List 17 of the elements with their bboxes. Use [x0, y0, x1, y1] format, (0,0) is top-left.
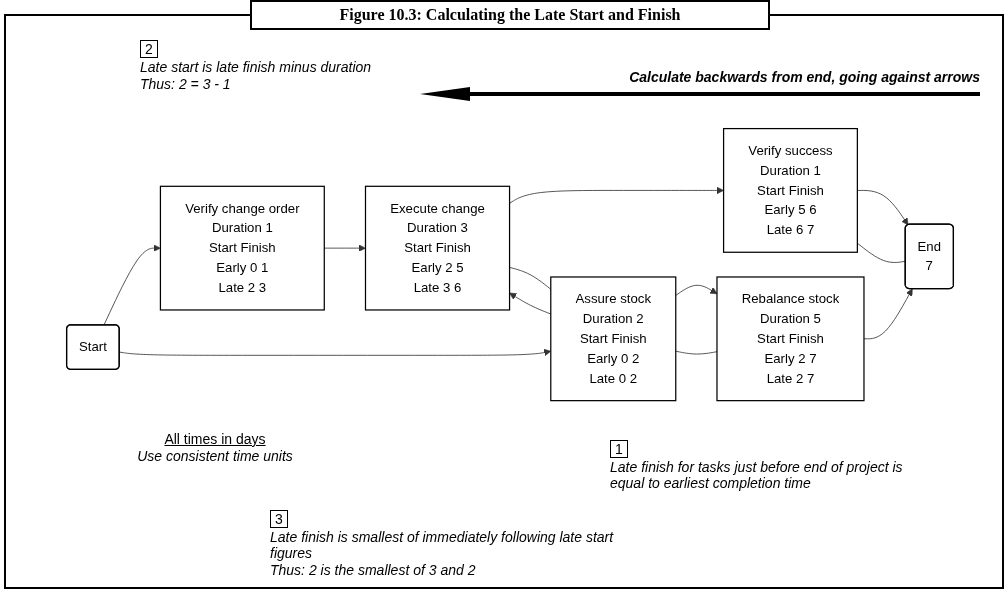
note-text: Late start is late finish minus duration — [140, 59, 373, 75]
units-note: Use consistent time units — [136, 448, 294, 464]
note-text: Late finish is smallest of immediately following late start figures — [270, 529, 615, 561]
note-text: Thus: 2 = 3 - 1 — [140, 76, 232, 92]
figure-title: Figure 10.3: Calculating the Late Start and Finish — [250, 0, 770, 30]
note-number: 3 — [270, 510, 288, 528]
node-box: Rebalance stock Duration 5 Start Finish Early 2 7 Late 2 7 — [716, 276, 865, 402]
note-text: Thus: 2 is the smallest of 3 and 2 — [270, 562, 477, 578]
node-box: Verify success Duration 1 Start Finish Early 5 6 Late 6 7 — [722, 128, 858, 254]
note-number: 1 — [610, 440, 628, 458]
note-text: Late finish for tasks just before end of project is equal to earliest completion time — [610, 459, 904, 491]
node-box: Verify change order Duration 1 Start Finish Early 0 1 Late 2 3 — [159, 186, 325, 311]
node-box: Assure stock Duration 2 Start Finish Early 0 2 Late 0 2 — [550, 276, 677, 402]
node-box: Execute change Duration 3 Start Finish Early 2 5 Late 3 6 — [364, 186, 511, 311]
units-heading: All times in days — [163, 431, 267, 447]
instruction-text: Calculate backwards from end, going against arrows — [628, 69, 980, 85]
note-number: 2 — [140, 40, 158, 58]
